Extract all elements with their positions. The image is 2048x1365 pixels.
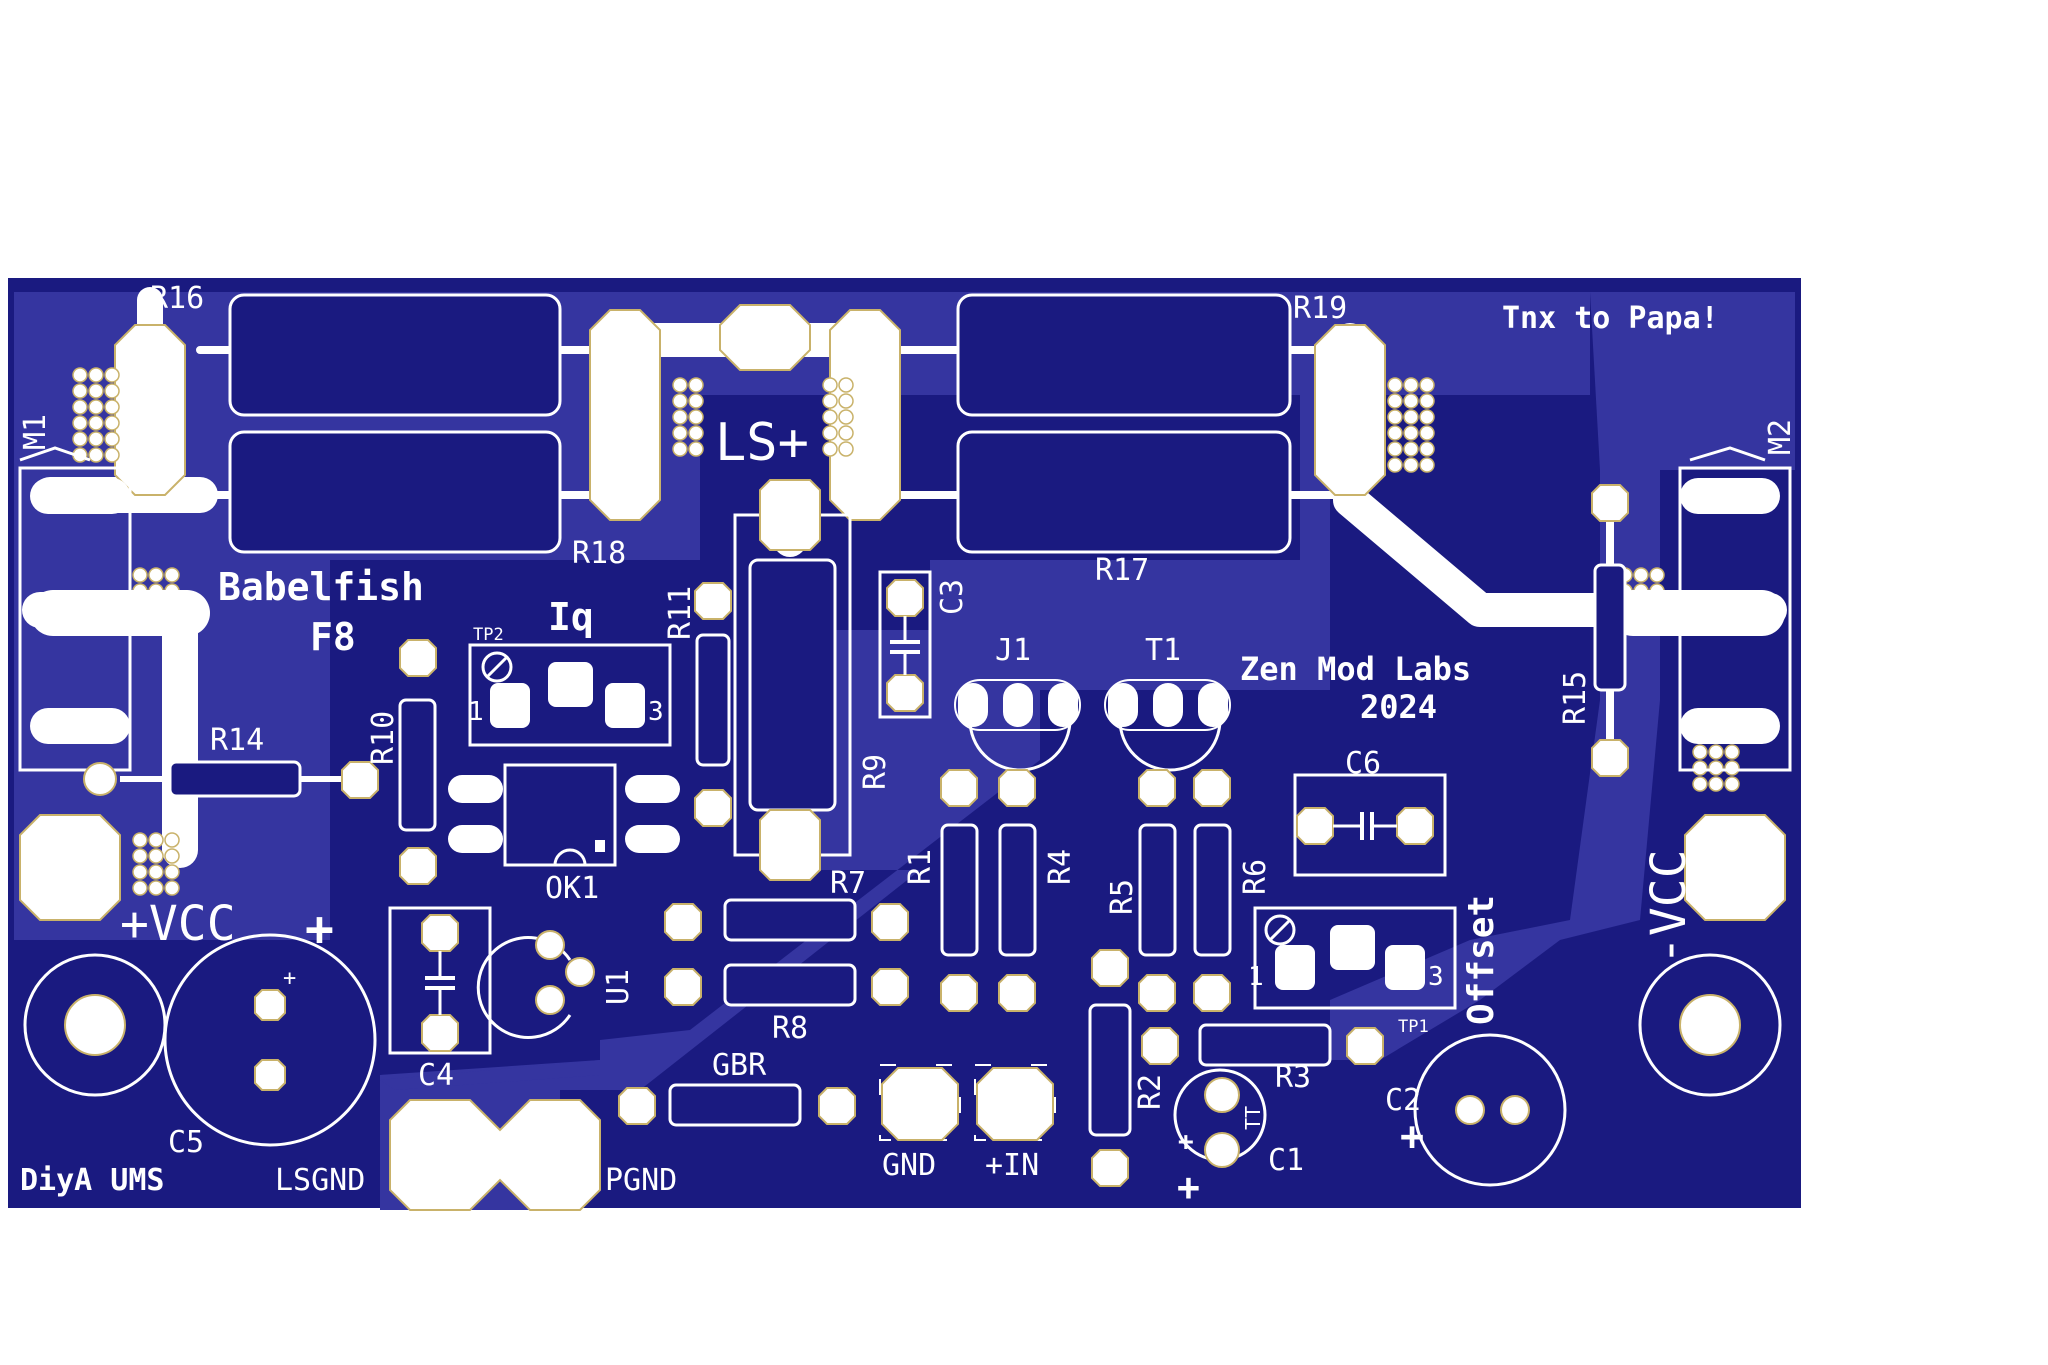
resistor-r11 <box>694 582 732 827</box>
mosfet-m2 <box>1610 446 1792 772</box>
label-tp1-pin3: 3 <box>1428 962 1444 992</box>
label-year: 2024 <box>1360 688 1437 726</box>
trimmer-tp2 <box>468 643 672 747</box>
label-r4: R4 <box>1043 849 1078 885</box>
label-lsgnd: LSGND <box>275 1163 365 1198</box>
label-r15: R15 <box>1558 671 1593 725</box>
input-terminals <box>879 1064 1056 1141</box>
power-resistors <box>228 293 1292 554</box>
label-vcc-minus: -VCC <box>1641 849 1697 965</box>
label-r18: R18 <box>572 536 626 571</box>
label-c6: C6 <box>1345 746 1381 781</box>
label-maker: Zen Mod Labs <box>1240 650 1471 688</box>
label-iq: Iq <box>548 595 594 639</box>
regulator-u1 <box>476 930 595 1039</box>
mosfet-m1 <box>18 446 210 772</box>
optocoupler-ok1 <box>448 763 680 867</box>
label-r11: R11 <box>663 586 698 640</box>
label-tp2: TP2 <box>473 625 504 645</box>
label-r9: R9 <box>858 754 893 790</box>
resistors-r2-r3 <box>1088 949 1384 1187</box>
mounting-holes <box>23 953 1782 1097</box>
label-m2: M2 <box>1763 419 1798 455</box>
board-title: Babelfish <box>218 565 424 609</box>
label-c1-plus-small: + <box>1178 1127 1194 1157</box>
resistor-r10 <box>398 639 437 885</box>
copper-pour-right <box>1330 292 1795 1060</box>
label-r8: R8 <box>772 1011 808 1046</box>
label-c5: C5 <box>168 1125 204 1160</box>
silkscreen-text: R16 R18 R19 R17 LS+ Tnx to Papa! M1 M2 B… <box>18 281 1798 1209</box>
resistor-r14 <box>83 760 379 799</box>
label-c1: C1 <box>1268 1143 1304 1178</box>
resistor-gbr <box>618 1083 856 1127</box>
label-tp1-pin1: 1 <box>1248 962 1264 992</box>
board-subtitle: F8 <box>310 615 356 659</box>
capacitor-c3 <box>878 570 932 719</box>
label-r7: R7 <box>830 866 866 901</box>
label-c1-plus: + <box>1177 1165 1200 1209</box>
label-c2: C2 <box>1385 1083 1421 1118</box>
capacitor-c4 <box>388 906 492 1055</box>
label-credit: Tnx to Papa! <box>1502 301 1719 336</box>
label-r16: R16 <box>150 281 204 316</box>
label-t1: T1 <box>1145 633 1181 668</box>
resistors-r7-r8 <box>664 898 909 1007</box>
transistor-t1 <box>1104 679 1231 772</box>
label-c3: C3 <box>935 579 970 615</box>
label-ls-plus: LS+ <box>715 413 809 473</box>
label-r17: R17 <box>1095 553 1149 588</box>
label-gnd: GND <box>882 1148 936 1183</box>
label-in-plus: +IN <box>985 1148 1039 1183</box>
label-c4: C4 <box>418 1058 454 1093</box>
resistor-r9 <box>733 479 852 881</box>
label-tp1: TP1 <box>1398 1017 1429 1037</box>
label-r1: R1 <box>903 849 938 885</box>
label-ok1: OK1 <box>545 871 599 906</box>
label-m1: M1 <box>18 414 53 450</box>
label-r10: R10 <box>366 711 401 765</box>
label-c5-plus: + <box>305 901 334 957</box>
label-r6: R6 <box>1238 859 1273 895</box>
label-r3: R3 <box>1275 1060 1311 1095</box>
power-pads <box>19 304 1786 1211</box>
transistor-j1 <box>954 679 1081 772</box>
label-tp2-pin3: 3 <box>648 697 664 727</box>
label-offset: Offset <box>1461 895 1502 1025</box>
label-c5-plus-small: + <box>283 966 296 991</box>
capacitor-c5 <box>163 933 377 1147</box>
label-u1: U1 <box>601 969 636 1005</box>
label-pgnd: PGND <box>605 1163 677 1198</box>
capacitor-c2 <box>1413 1033 1567 1187</box>
resistor-r15 <box>1591 484 1629 777</box>
label-gbr: GBR <box>712 1048 767 1083</box>
label-vcc-plus: +VCC <box>120 896 236 952</box>
label-footer: DiyA UMS <box>20 1163 165 1198</box>
label-tp2-pin1: 1 <box>468 697 484 727</box>
label-r19: R19 <box>1293 291 1347 326</box>
label-r2: R2 <box>1133 1074 1168 1110</box>
capacitor-c1 <box>1173 1068 1267 1168</box>
label-r14: R14 <box>210 723 264 758</box>
label-j1: J1 <box>995 633 1031 668</box>
trimmer-tp1 <box>1253 906 1457 1010</box>
label-r5: R5 <box>1105 879 1140 915</box>
label-c1-tt: TT <box>1241 1106 1265 1130</box>
capacitor-c6 <box>1293 773 1447 877</box>
copper-pour-diagonal <box>380 560 1300 1210</box>
resistors-r1-r4-r5-r6 <box>940 769 1232 1012</box>
copper-pour-gnd-strip <box>380 1060 600 1090</box>
label-c2-plus: + <box>1400 1114 1424 1160</box>
